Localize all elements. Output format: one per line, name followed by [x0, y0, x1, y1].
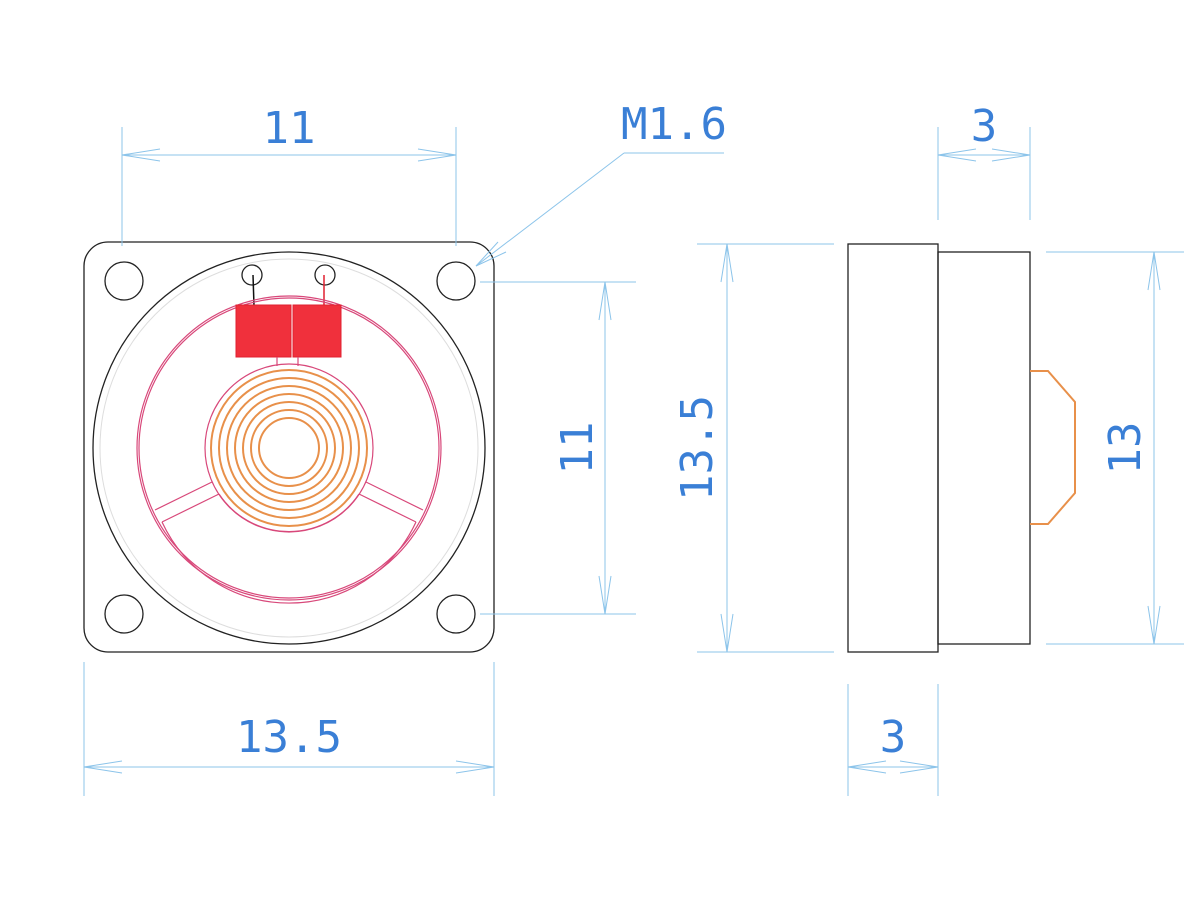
dim-top-width-label: 11: [263, 103, 316, 154]
dim-bottom-width: 13.5: [83, 662, 495, 796]
dim-thread-label: M1.6: [621, 99, 727, 150]
voice-coil: [210, 369, 368, 527]
side-view: 13.5 3 3 13: [672, 101, 1184, 796]
dim-thread-leader: M1.6: [475, 99, 727, 267]
dim-front-height: 11: [480, 281, 636, 615]
dim-side-back-height-label: 13: [1100, 422, 1151, 475]
side-frame-body: [847, 243, 939, 653]
dim-side-back-height: 13: [1046, 251, 1184, 645]
mount-hole-bottom-left: [104, 594, 144, 634]
dim-bottom-width-label: 13.5: [236, 712, 342, 763]
dim-side-depth-bottom-label: 3: [880, 712, 907, 763]
contact-pad-right: [292, 304, 342, 358]
terminal-hole-right: [314, 264, 336, 286]
dim-side-height-label: 13.5: [672, 395, 723, 501]
side-terminal-lead: [1030, 370, 1076, 525]
dim-side-depth-top: 3: [937, 101, 1031, 220]
dim-top-width: 11: [121, 103, 457, 246]
dim-side-depth-top-label: 3: [971, 101, 998, 152]
mount-hole-bottom-right: [436, 594, 476, 634]
contact-pad-left: [235, 304, 292, 358]
mount-hole-top-right: [436, 261, 476, 301]
dim-side-depth-bottom: 3: [847, 684, 939, 796]
terminal-hole-left: [241, 264, 263, 286]
speaker-cone-outline: [92, 251, 486, 645]
front-view: 11 M1.6 11 13.5: [83, 99, 727, 796]
mount-hole-top-left: [104, 261, 144, 301]
dim-front-height-label: 11: [552, 422, 603, 475]
front-frame-outline: [83, 241, 495, 653]
dim-side-height: 13.5: [672, 243, 834, 653]
contact-pads: [235, 304, 342, 366]
lead-wire-black: [252, 274, 255, 307]
suspension-trace: [136, 295, 442, 604]
side-magnet-body: [937, 251, 1031, 645]
speaker-cone-inner: [99, 258, 479, 638]
